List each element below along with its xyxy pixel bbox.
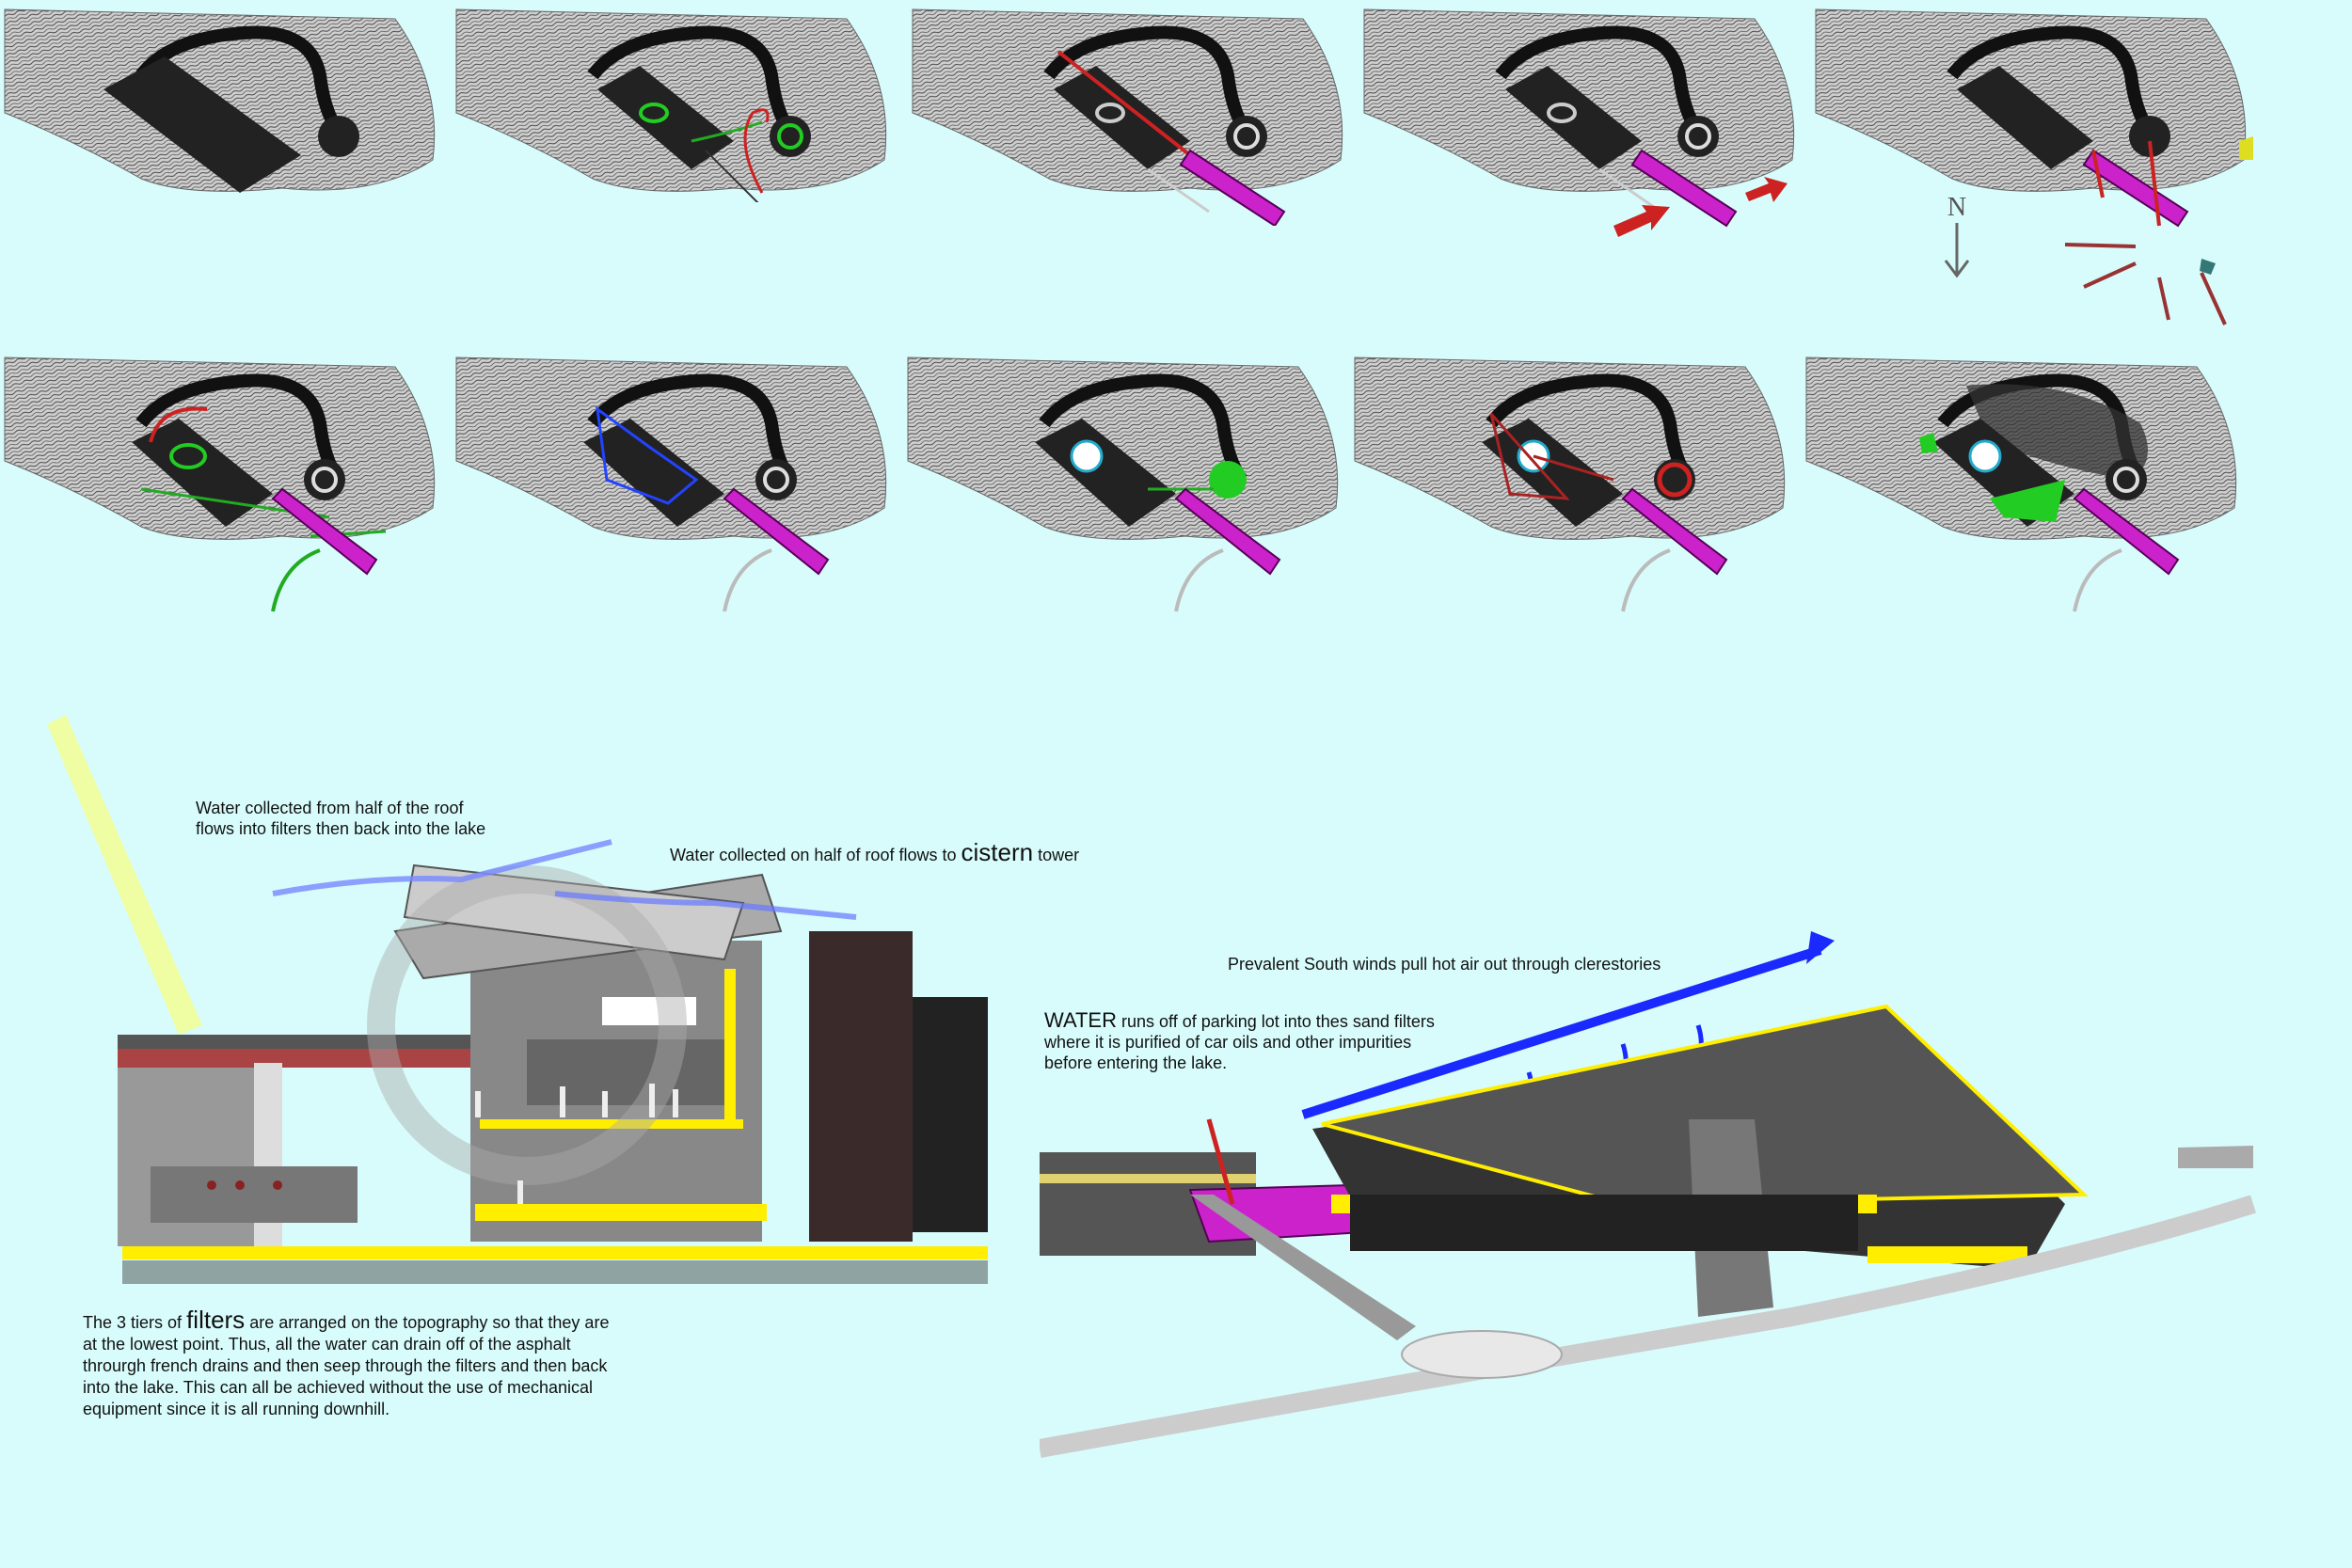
roof-filters-note: Water collected from half of the roof fl…: [196, 799, 486, 838]
water-note-emphasis: WATER: [1044, 1008, 1117, 1032]
winds-note: Prevalent South winds pull hot air out t…: [1228, 955, 1661, 974]
cistern-note: Water collected on half of roof flows to…: [670, 838, 1159, 866]
site-plan-5: [1815, 8, 2253, 325]
site-plan-10: [1805, 356, 2237, 612]
site-plan-2: [455, 8, 887, 202]
site-plan-6: [4, 356, 436, 612]
filters-tiers-note-emphasis: filters: [186, 1306, 246, 1334]
site-plan-1: [4, 8, 436, 193]
building-section-illustration: [47, 715, 988, 1284]
water-note: WATER runs off of parking lot into thes …: [1044, 1010, 1449, 1073]
filters-tiers-note: The 3 tiers of filters are arranged on t…: [83, 1306, 610, 1420]
site-plan-3: [912, 8, 1343, 226]
site-plan-9: [1354, 356, 1786, 612]
site-plan-7: [455, 356, 887, 612]
cistern-note-pre: Water collected on half of roof flows to: [670, 846, 961, 864]
cistern-note-emphasis: cistern: [961, 838, 1034, 866]
filters-tiers-note-pre: The 3 tiers of: [83, 1313, 187, 1332]
cistern-note-post: tower: [1033, 846, 1080, 864]
site-plan-8: [907, 356, 1339, 612]
filters-tiers-note-body: are arranged on the topography so that t…: [83, 1313, 610, 1418]
building-perspective-illustration: [1040, 931, 2257, 1458]
water-note-body: runs off of parking lot into thes sand f…: [1044, 1012, 1435, 1072]
site-plan-4: [1363, 8, 1795, 237]
north-arrow: N: [1938, 193, 1976, 278]
north-label: N: [1947, 193, 1967, 222]
south-arrow-icon: [1944, 223, 1970, 278]
